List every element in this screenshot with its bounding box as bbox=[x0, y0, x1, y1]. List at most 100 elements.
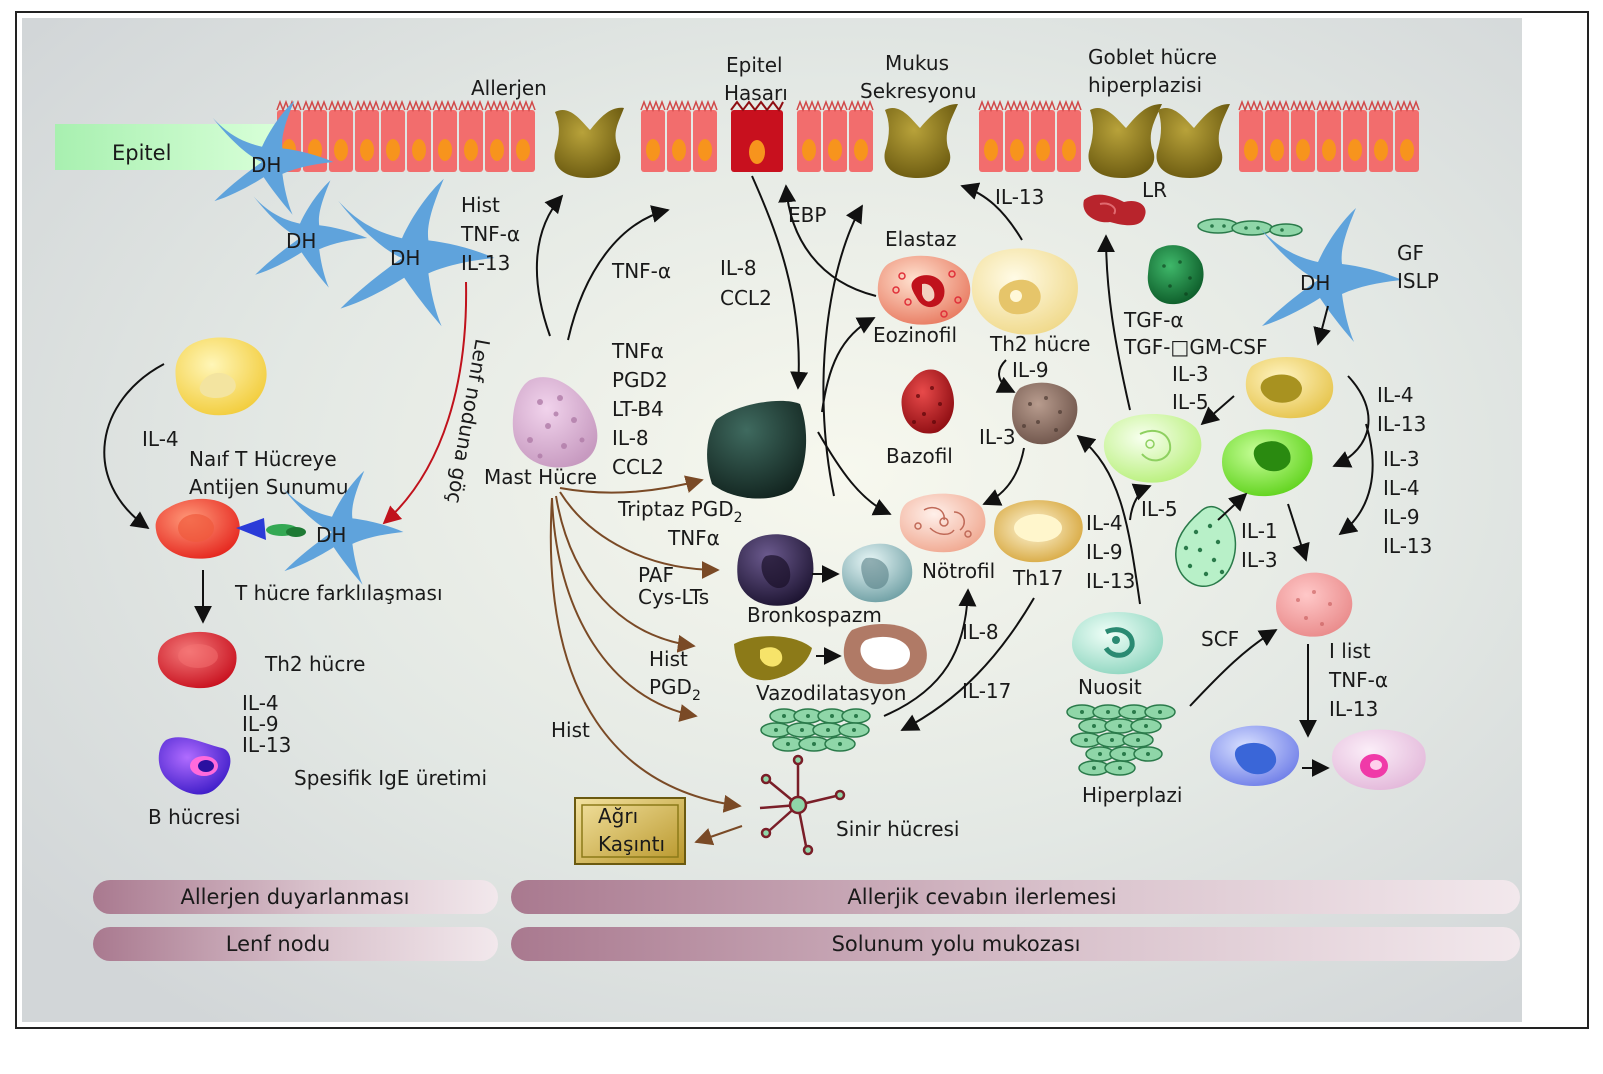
tgf-a-label: TGF-α bbox=[1123, 308, 1184, 332]
i-list-label: I list bbox=[1329, 639, 1371, 663]
lr-label: LR bbox=[1142, 178, 1167, 202]
mast-hist-arrow-2 bbox=[551, 497, 698, 722]
mhc-receptor-complex bbox=[236, 518, 306, 540]
il13-top-label: IL-13 bbox=[995, 185, 1044, 209]
epithelial-cell bbox=[1030, 99, 1056, 172]
il1-label: IL-1 bbox=[1241, 519, 1278, 543]
fiber-nucleus bbox=[1110, 738, 1114, 742]
epithelium-cells bbox=[276, 99, 1420, 172]
scf-arrow bbox=[1189, 629, 1278, 707]
dark-green-cell bbox=[1147, 245, 1204, 305]
lime-lr-arrow bbox=[1097, 234, 1131, 411]
th17-cell bbox=[994, 500, 1083, 563]
b-hucresi-label: B hücresi bbox=[148, 805, 241, 829]
hist-label-dh: Hist bbox=[461, 193, 500, 217]
il4-list-left: IL-4 bbox=[242, 691, 279, 715]
il3-right-label: IL-3 bbox=[1172, 362, 1209, 386]
eozinofil-label: Eozinofil bbox=[873, 323, 957, 347]
fiber-nucleus bbox=[812, 742, 816, 746]
bronchospasm-cell-dark bbox=[737, 534, 814, 606]
mast-pgd2: PGD2 bbox=[612, 368, 668, 392]
notrofil-label: Nötrofil bbox=[922, 559, 995, 583]
epithelial-cell bbox=[1056, 99, 1082, 172]
mast-tnfa: TNFα bbox=[611, 339, 664, 363]
t-farklilasma-label: T hücre farklılaşması bbox=[234, 581, 443, 605]
scf-label: SCF bbox=[1201, 627, 1239, 651]
allerjen-label: Allerjen bbox=[471, 76, 547, 100]
fiber-nucleus bbox=[786, 742, 790, 746]
nerve-cell bbox=[759, 754, 846, 856]
fiber-nucleus bbox=[1092, 724, 1096, 728]
dh-label-4: DH bbox=[316, 523, 346, 547]
il13-list-left: IL-13 bbox=[242, 733, 291, 757]
notrofil-epitel-arrow bbox=[822, 204, 863, 497]
th2-left-label: Th2 hücre bbox=[264, 652, 365, 676]
eos-ebp-arrow bbox=[778, 184, 877, 297]
epithelial-cell bbox=[796, 99, 822, 172]
lr-cell bbox=[1083, 194, 1146, 226]
epithelial-cell bbox=[406, 99, 432, 172]
sinir-label: Sinir hücresi bbox=[836, 817, 959, 841]
epithelial-cell bbox=[1342, 99, 1368, 172]
vazodilatasyon-label: Vazodilatasyon bbox=[756, 681, 906, 705]
th2-il13-arrow bbox=[960, 182, 1023, 241]
mast-cell bbox=[512, 377, 598, 468]
fiber-nucleus bbox=[1098, 752, 1102, 756]
muscle-notrofil-arrow bbox=[883, 588, 977, 717]
epithelial-cell bbox=[1238, 99, 1264, 172]
il4-arrow bbox=[103, 363, 165, 530]
cys-lts-label: Cys-LTs bbox=[638, 585, 709, 609]
fiber-nucleus bbox=[1106, 710, 1110, 714]
tgf-gm-label: TGF-□GM-CSF bbox=[1123, 335, 1267, 359]
agri-label: Ağrı bbox=[598, 804, 638, 828]
il5-mid-label: IL-5 bbox=[1141, 497, 1178, 521]
dh-label-3: DH bbox=[390, 246, 420, 270]
dh-label-1: DH bbox=[251, 153, 281, 177]
il13-i-list-label: IL-13 bbox=[1329, 697, 1378, 721]
tnf-a-right-label: TNF-α bbox=[1328, 668, 1388, 692]
blue-cell-bottom bbox=[1210, 725, 1300, 786]
epithelial-cell bbox=[692, 99, 718, 172]
band-solunum-yolu bbox=[511, 927, 1520, 961]
nuocyte-cell bbox=[1072, 612, 1164, 675]
epithelial-cell bbox=[1004, 99, 1030, 172]
smooth-muscle-cluster-mid bbox=[760, 708, 871, 752]
fiber-nucleus bbox=[1136, 738, 1140, 742]
tnf-label-dh: TNF-α bbox=[460, 222, 520, 246]
th17-muscle-arrow bbox=[900, 597, 1035, 731]
dh-gold-arrow bbox=[1313, 305, 1331, 346]
fiber-nucleus bbox=[1080, 710, 1084, 714]
epithelial-cell bbox=[640, 99, 666, 172]
islp-label: ISLP bbox=[1397, 269, 1439, 293]
epithelial-cell bbox=[432, 99, 458, 172]
il13-mid-list: IL-13 bbox=[1086, 569, 1135, 593]
il5-lime-arrow bbox=[1129, 483, 1152, 521]
antigen-presenting-t-cell bbox=[155, 498, 240, 559]
pink-cell bbox=[1276, 572, 1353, 637]
il17-label: IL-17 bbox=[962, 679, 1011, 703]
hist-pgd-label-2: PGD2 bbox=[649, 675, 701, 704]
il8-low-label: IL-8 bbox=[962, 620, 999, 644]
tnfa-triptaz-label: TNFα bbox=[667, 526, 720, 550]
fiber-nucleus bbox=[1084, 738, 1088, 742]
kasinti-label: Kaşıntı bbox=[598, 832, 665, 856]
epithelial-cell bbox=[1290, 99, 1316, 172]
fiber-nucleus bbox=[854, 714, 858, 718]
naif-label-2: Antijen Sunumu bbox=[189, 475, 349, 499]
epithelial-cell bbox=[380, 99, 406, 172]
fiber-nucleus bbox=[1132, 710, 1136, 714]
fiber-nucleus bbox=[1146, 752, 1150, 756]
epithelial-cell bbox=[848, 99, 874, 172]
th17-label: Th17 bbox=[1012, 566, 1063, 590]
triptaz-label: Triptaz PGD2 bbox=[617, 497, 743, 526]
naive-t-cell-yellow bbox=[175, 337, 267, 416]
mast-nerve-arrow bbox=[549, 497, 742, 813]
band-allerjen-duyarlanmasi-text: Allerjen duyarlanması bbox=[180, 885, 409, 909]
epithelial-cell bbox=[1264, 99, 1290, 172]
goblet-cell-hiperplazi-1 bbox=[1088, 104, 1162, 178]
gold-pink-arrow bbox=[1338, 423, 1374, 536]
dark-eos-arrow bbox=[821, 317, 876, 413]
il9-mid-list: IL-9 bbox=[1086, 540, 1123, 564]
il4-right-label: IL-4 bbox=[1377, 383, 1414, 407]
